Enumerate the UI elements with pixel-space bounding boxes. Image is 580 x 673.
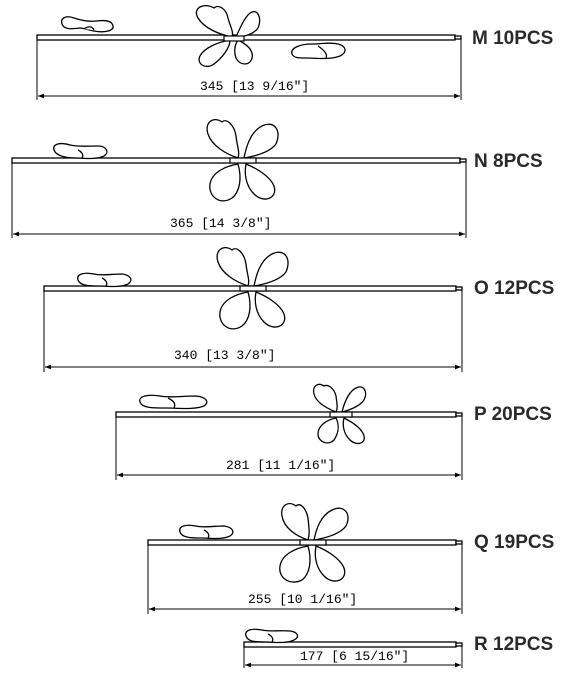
rod-p (115, 411, 457, 418)
leaf-m-left (60, 16, 114, 33)
dimension-text-m: 345 [13 9/16"] (200, 79, 309, 94)
part-label-r: R 12PCS (474, 634, 553, 655)
part-label-q: Q 19PCS (474, 532, 554, 553)
part-label-o: O 12PCS (474, 278, 554, 299)
butterfly-p (312, 383, 367, 445)
leaf-p-left (139, 394, 208, 410)
leaf-r-left (245, 628, 299, 644)
leaf-m-right (291, 42, 346, 60)
part-p: 281 [11 1/16"] P 20PCS (115, 383, 552, 480)
butterfly-q (279, 502, 349, 583)
part-label-n: N 8PCS (474, 151, 543, 172)
leaf-n-left (53, 143, 108, 160)
rod-end-q (455, 540, 463, 545)
butterfly-n (206, 119, 279, 202)
part-r: 177 [6 15/16"] R 12PCS (243, 628, 553, 668)
rod-end-o (455, 286, 463, 291)
dimension-text-p: 281 [11 1/16"] (226, 458, 335, 473)
leaf-q-left (179, 524, 234, 540)
dimension-text-r: 177 [6 15/16"] (300, 649, 409, 664)
butterfly-m (195, 4, 261, 68)
leaf-o-left (77, 272, 132, 288)
dimension-text-o: 340 [13 3/8"] (174, 348, 275, 363)
part-o: 340 [13 3/8"] O 12PCS (43, 247, 554, 372)
part-q: 255 [10 1/16"] Q 19PCS (147, 502, 554, 614)
dimension-text-q: 255 [10 1/16"] (248, 592, 357, 607)
rod-end-m (454, 35, 462, 40)
part-label-p: P 20PCS (474, 404, 552, 425)
part-label-m: M 10PCS (472, 28, 553, 49)
part-m: 345 [13 9/16"] M 10PCS (36, 4, 553, 100)
dimension-text-n: 365 [14 3/8"] (170, 216, 271, 231)
butterfly-o (216, 247, 289, 330)
rod-end-p (455, 412, 463, 417)
rod-end-r (455, 642, 463, 647)
part-n: 365 [14 3/8"] N 8PCS (11, 119, 543, 238)
rod-end-n (459, 158, 467, 163)
